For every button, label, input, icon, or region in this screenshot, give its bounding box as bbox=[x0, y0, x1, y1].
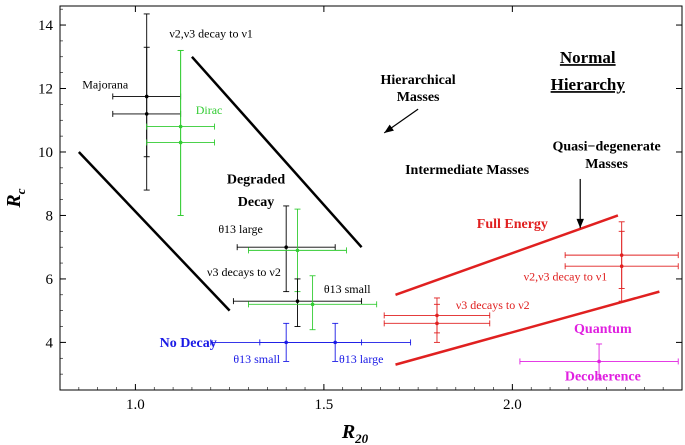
data-point-errorbar bbox=[248, 275, 378, 331]
x-tick-label: 1.0 bbox=[126, 397, 145, 413]
chart-annotation: Masses bbox=[585, 157, 628, 172]
chart-annotation: Intermediate Masses bbox=[405, 163, 530, 178]
chart-annotation: Decay bbox=[238, 195, 275, 210]
chart-annotation: θ13 large bbox=[339, 352, 384, 366]
data-point-errorbar bbox=[236, 205, 336, 293]
chart-annotation: θ13 large bbox=[218, 222, 263, 236]
x-axis-label: R20 bbox=[341, 421, 369, 445]
data-point-marker bbox=[619, 264, 624, 269]
chart-annotation: Hierarchical bbox=[381, 73, 456, 88]
chart-annotation: No Decay bbox=[160, 336, 217, 351]
data-point-errorbar bbox=[232, 278, 363, 327]
chart-annotation: Hierarchy bbox=[551, 75, 626, 94]
data-points bbox=[112, 13, 679, 380]
annotations: Majorana ν2,ν3 decay to ν1 Dirac Hierarchic… bbox=[82, 27, 661, 385]
data-point-marker bbox=[435, 321, 439, 326]
chart-annotation: Degraded bbox=[227, 173, 286, 188]
y-axis-label: Rc bbox=[3, 188, 28, 208]
data-point-errorbar bbox=[248, 208, 347, 293]
annotation-arrow-head bbox=[384, 124, 394, 133]
data-point-errorbar bbox=[146, 49, 216, 216]
x-tick-label: 2.0 bbox=[503, 397, 522, 413]
data-point-errorbar bbox=[564, 230, 679, 302]
y-tick-label: 4 bbox=[46, 335, 54, 351]
chart-annotation: ν3 decays to ν2 bbox=[456, 298, 530, 312]
y-tick-label: 10 bbox=[38, 145, 53, 161]
chart-annotation: θ13 small bbox=[233, 352, 280, 366]
chart-annotation: Quantum bbox=[574, 322, 632, 337]
chart-annotation: Masses bbox=[397, 90, 440, 105]
chart-annotation: ν2,ν3 decay to ν1 bbox=[524, 270, 608, 284]
data-point-marker bbox=[144, 112, 149, 116]
y-tick-label: 6 bbox=[46, 272, 54, 288]
annotation-arrow-head bbox=[576, 218, 584, 229]
data-point-marker bbox=[295, 299, 300, 303]
arrows bbox=[383, 108, 584, 229]
y-tick-label: 8 bbox=[46, 208, 54, 224]
y-tick-label: 14 bbox=[38, 18, 54, 34]
data-point-marker bbox=[333, 340, 337, 345]
plot-frame bbox=[59, 5, 683, 391]
data-point-errorbar bbox=[259, 322, 412, 362]
data-point-marker bbox=[284, 245, 288, 249]
region-boundary-line bbox=[395, 214, 619, 296]
data-point-marker bbox=[597, 359, 601, 364]
chart-annotation: Full Energy bbox=[477, 217, 548, 232]
chart-annotation: Dirac bbox=[196, 103, 223, 117]
data-point-errorbar bbox=[519, 343, 679, 380]
x-tick-label: 1.5 bbox=[315, 397, 334, 413]
chart-annotation: θ13 small bbox=[324, 282, 371, 296]
axis-ticks: 1.0 1.5 2.0 4 6 8 10 12 14 bbox=[38, 6, 682, 413]
chart-annotation: Normal bbox=[560, 48, 616, 67]
data-point-errorbar bbox=[112, 46, 182, 191]
data-point-marker bbox=[295, 248, 300, 253]
data-point-errorbar bbox=[383, 303, 491, 343]
chart-annotation: Decoherence bbox=[565, 369, 641, 384]
boundary-lines bbox=[77, 55, 660, 366]
region-boundary-line bbox=[191, 55, 363, 249]
y-tick-label: 12 bbox=[38, 82, 53, 98]
data-point-marker bbox=[310, 302, 315, 307]
region-boundary-line bbox=[395, 290, 660, 366]
chart-annotation: ν2,ν3 decay to ν1 bbox=[169, 27, 253, 41]
chart-annotation: ν3 decays to ν2 bbox=[207, 265, 281, 279]
data-point-marker bbox=[178, 140, 183, 145]
chart-annotation: Majorana bbox=[82, 78, 129, 92]
region-boundary-line bbox=[77, 151, 231, 312]
chart-annotation: Quasi−degenerate bbox=[552, 139, 660, 154]
